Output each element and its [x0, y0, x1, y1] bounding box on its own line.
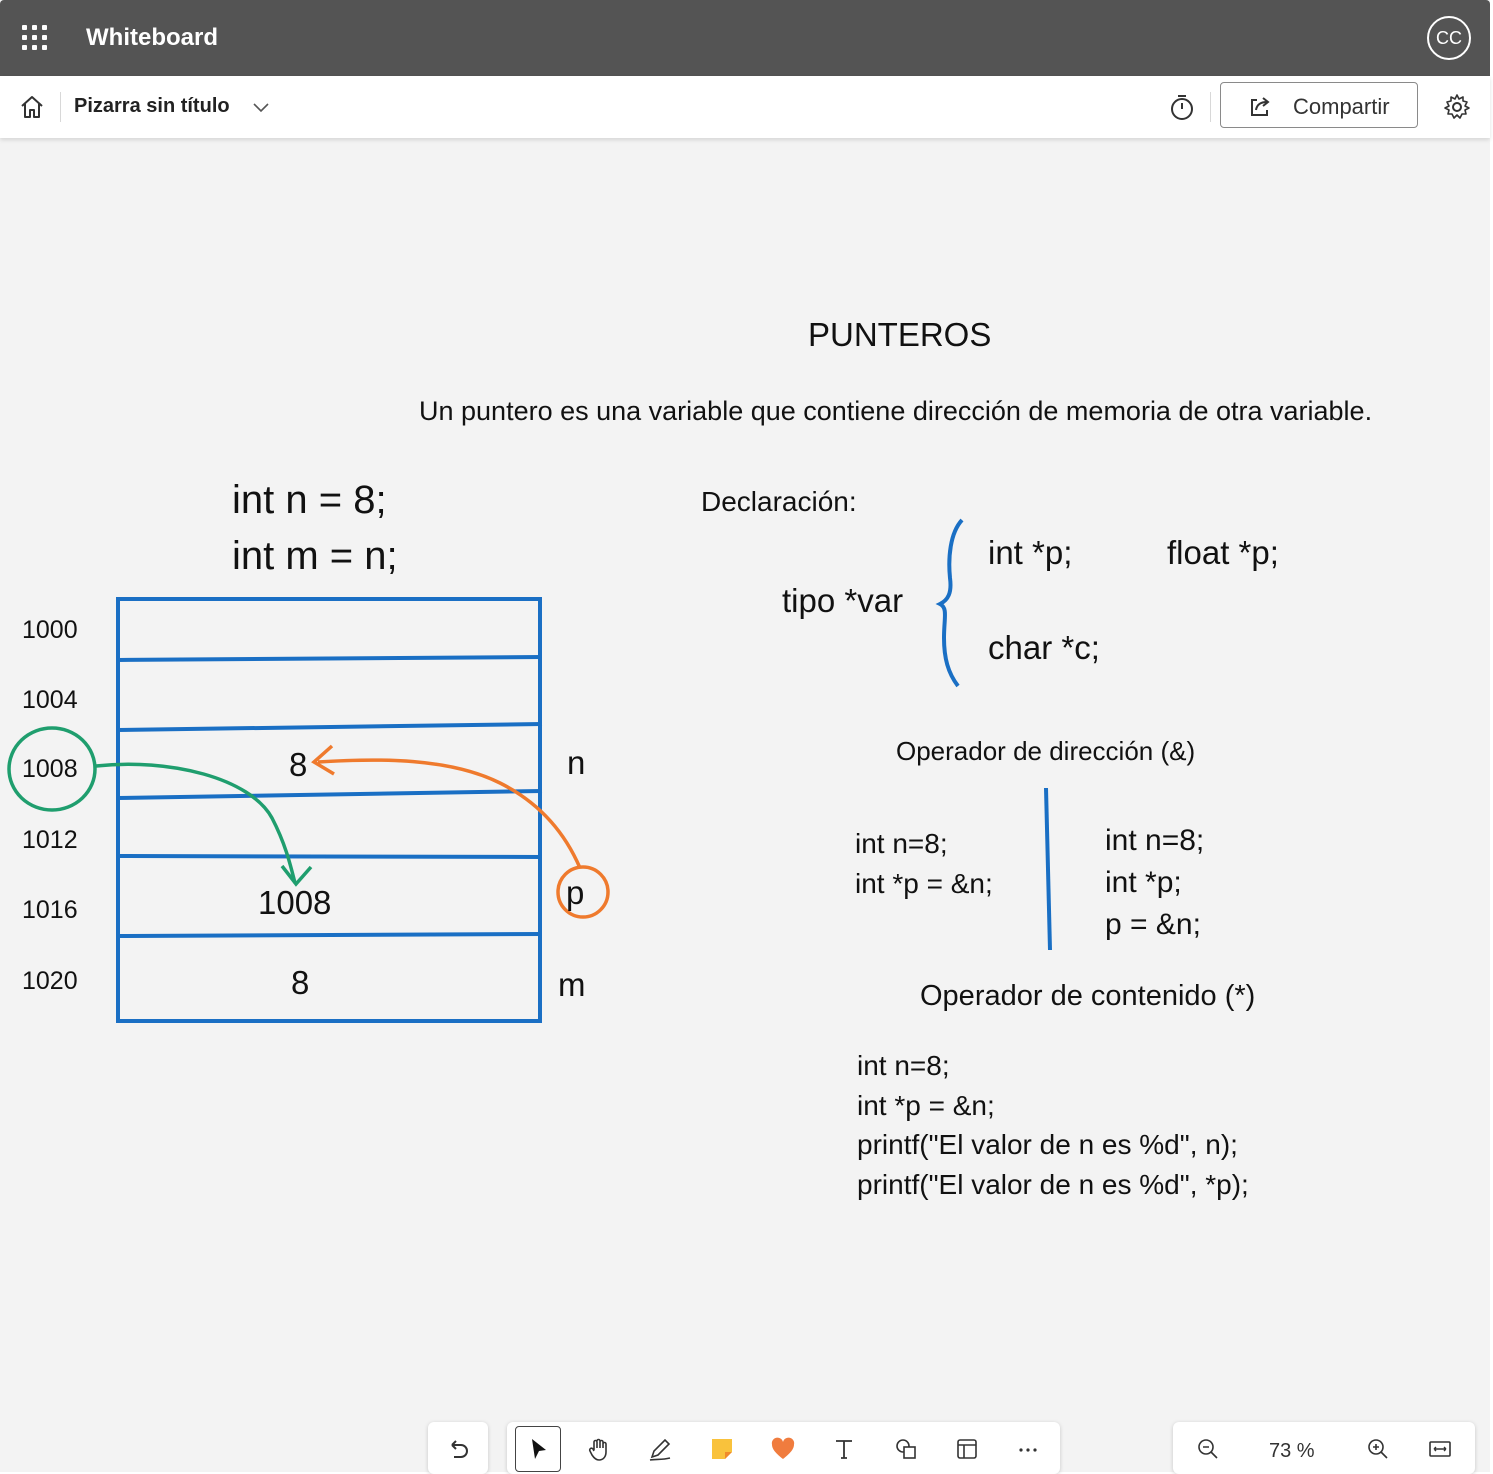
code-line: p = &n; [1105, 908, 1201, 941]
zoom-in-icon[interactable] [1355, 1426, 1401, 1472]
more-icon[interactable] [1005, 1426, 1051, 1472]
memory-address: 1000 [22, 616, 78, 644]
hand-icon[interactable] [576, 1426, 622, 1472]
zoom-level: 73 % [1269, 1440, 1315, 1462]
gear-icon[interactable] [1442, 92, 1472, 122]
code-line: printf("El valor de n es %d", n); [857, 1129, 1238, 1160]
title-bar: Whiteboard CC [0, 0, 1490, 76]
ink-drawings [7, 518, 1052, 1023]
code-line: int n=8; [855, 828, 948, 859]
share-icon [1251, 97, 1270, 116]
zoom-out-icon[interactable] [1185, 1426, 1231, 1472]
variable-label: p [566, 874, 585, 911]
sticky-note-icon[interactable] [699, 1426, 745, 1472]
code-line: int *p = &n; [857, 1090, 995, 1121]
text-icon[interactable] [821, 1426, 867, 1472]
orange-arrow [317, 758, 582, 869]
address-highlight-circle [7, 726, 97, 812]
memory-address: 1004 [22, 686, 78, 714]
undo-toolbar [428, 1422, 488, 1474]
memory-cell-value: 1008 [258, 884, 332, 921]
declaration-example: float *p; [1167, 534, 1279, 571]
pen-icon[interactable] [637, 1426, 683, 1472]
app-launcher-icon[interactable] [22, 25, 48, 51]
home-icon[interactable] [18, 93, 46, 121]
zoom-toolbar: 73 % [1173, 1422, 1475, 1474]
divider-line [1044, 787, 1052, 951]
memory-address: 1012 [22, 826, 78, 854]
code-line: int n=8; [1105, 824, 1205, 857]
variable-label: m [558, 966, 586, 1003]
pointer-definition: Un puntero es una variable que contiene … [419, 396, 1373, 426]
app-title: Whiteboard [86, 24, 218, 51]
code-line: printf("El valor de n es %d", *p); [857, 1169, 1249, 1200]
template-icon[interactable] [944, 1426, 990, 1472]
declaration-heading: Declaración: [701, 486, 857, 517]
content-operator-title: Operador de contenido (*) [920, 980, 1256, 1012]
divider [60, 92, 61, 122]
whiteboard-canvas[interactable]: PUNTEROS Un puntero es una variable que … [0, 138, 1490, 1472]
board-name[interactable]: Pizarra sin título [74, 95, 230, 117]
avatar[interactable]: CC [1427, 16, 1471, 60]
declaration-example: int *p; [988, 534, 1073, 571]
memory-address: 1016 [22, 896, 78, 924]
memory-table [116, 597, 543, 1023]
tools-toolbar [507, 1422, 1060, 1474]
address-operator-title: Operador de dirección (&) [896, 736, 1196, 766]
reaction-heart-icon[interactable] [760, 1426, 806, 1472]
share-button[interactable]: Compartir [1220, 82, 1418, 128]
pointer-highlight-circle [556, 865, 610, 919]
memory-cell-value: 8 [291, 964, 310, 1001]
select-icon[interactable] [515, 1426, 561, 1472]
green-arrow [95, 762, 297, 884]
chevron-down-icon[interactable] [250, 96, 272, 118]
divider [1210, 92, 1211, 122]
timer-icon[interactable] [1167, 92, 1197, 122]
shapes-icon[interactable] [883, 1426, 929, 1472]
undo-icon[interactable] [435, 1426, 481, 1472]
declaration-example: char *c; [988, 629, 1100, 666]
code-line: int n = 8; [232, 478, 387, 522]
curly-brace [935, 518, 964, 688]
code-line: int *p; [1105, 866, 1182, 899]
code-line: int m = n; [232, 534, 398, 578]
board-title: PUNTEROS [808, 316, 992, 353]
memory-address: 1020 [22, 967, 78, 995]
memory-cell-value: 8 [289, 746, 308, 783]
memory-address: 1008 [22, 755, 78, 783]
code-line: int n=8; [857, 1050, 950, 1081]
variable-label: n [567, 744, 586, 781]
fit-to-screen-icon[interactable] [1417, 1426, 1463, 1472]
code-line: int *p = &n; [855, 868, 993, 899]
command-bar: Pizarra sin título Compartir [0, 76, 1490, 138]
declaration-syntax: tipo *var [782, 582, 904, 619]
share-label: Compartir [1293, 94, 1390, 119]
